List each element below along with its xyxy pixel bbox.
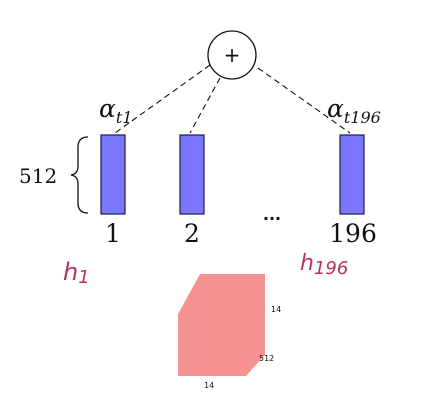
volume-height-label: 512: [259, 354, 274, 363]
sum-node: +: [207, 30, 257, 80]
handwritten-h1: h1: [63, 258, 90, 288]
alpha-1-base: α: [99, 94, 116, 123]
feature-bar-1: [100, 134, 126, 215]
ellipsis: ...: [263, 205, 281, 224]
connector-196: [257, 67, 351, 134]
handwritten-h1-sub: 1: [78, 267, 89, 288]
feature-bar-196: [339, 134, 365, 215]
alpha-196-sub: t196: [344, 108, 381, 127]
feature-bars: [100, 134, 365, 215]
index-label-2: 2: [184, 219, 200, 248]
handwritten-h196-base: h: [300, 251, 314, 276]
dimension-label: 512: [19, 164, 57, 188]
handwritten-h1-base: h: [63, 258, 78, 286]
dashed-connectors: [114, 64, 351, 134]
alpha-label-196: αt196: [327, 94, 381, 127]
index-label-1: 1: [105, 219, 121, 248]
handwritten-h196: h196: [300, 251, 348, 279]
alpha-1-sub: t1: [116, 108, 133, 127]
handwritten-h196-sub: 196: [314, 258, 348, 279]
alpha-196-base: α: [327, 94, 344, 123]
dimension-brace: [70, 136, 89, 214]
index-label-196: 196: [329, 219, 377, 248]
sum-symbol: +: [224, 43, 241, 67]
volume-depth-label: 14: [271, 305, 281, 314]
feature-volume: [178, 274, 265, 376]
volume-width-label: 14: [204, 381, 214, 390]
alpha-label-1: αt1: [99, 94, 133, 127]
feature-bar-2: [179, 134, 205, 215]
sum-circle: [207, 30, 257, 80]
connector-2: [189, 77, 221, 134]
